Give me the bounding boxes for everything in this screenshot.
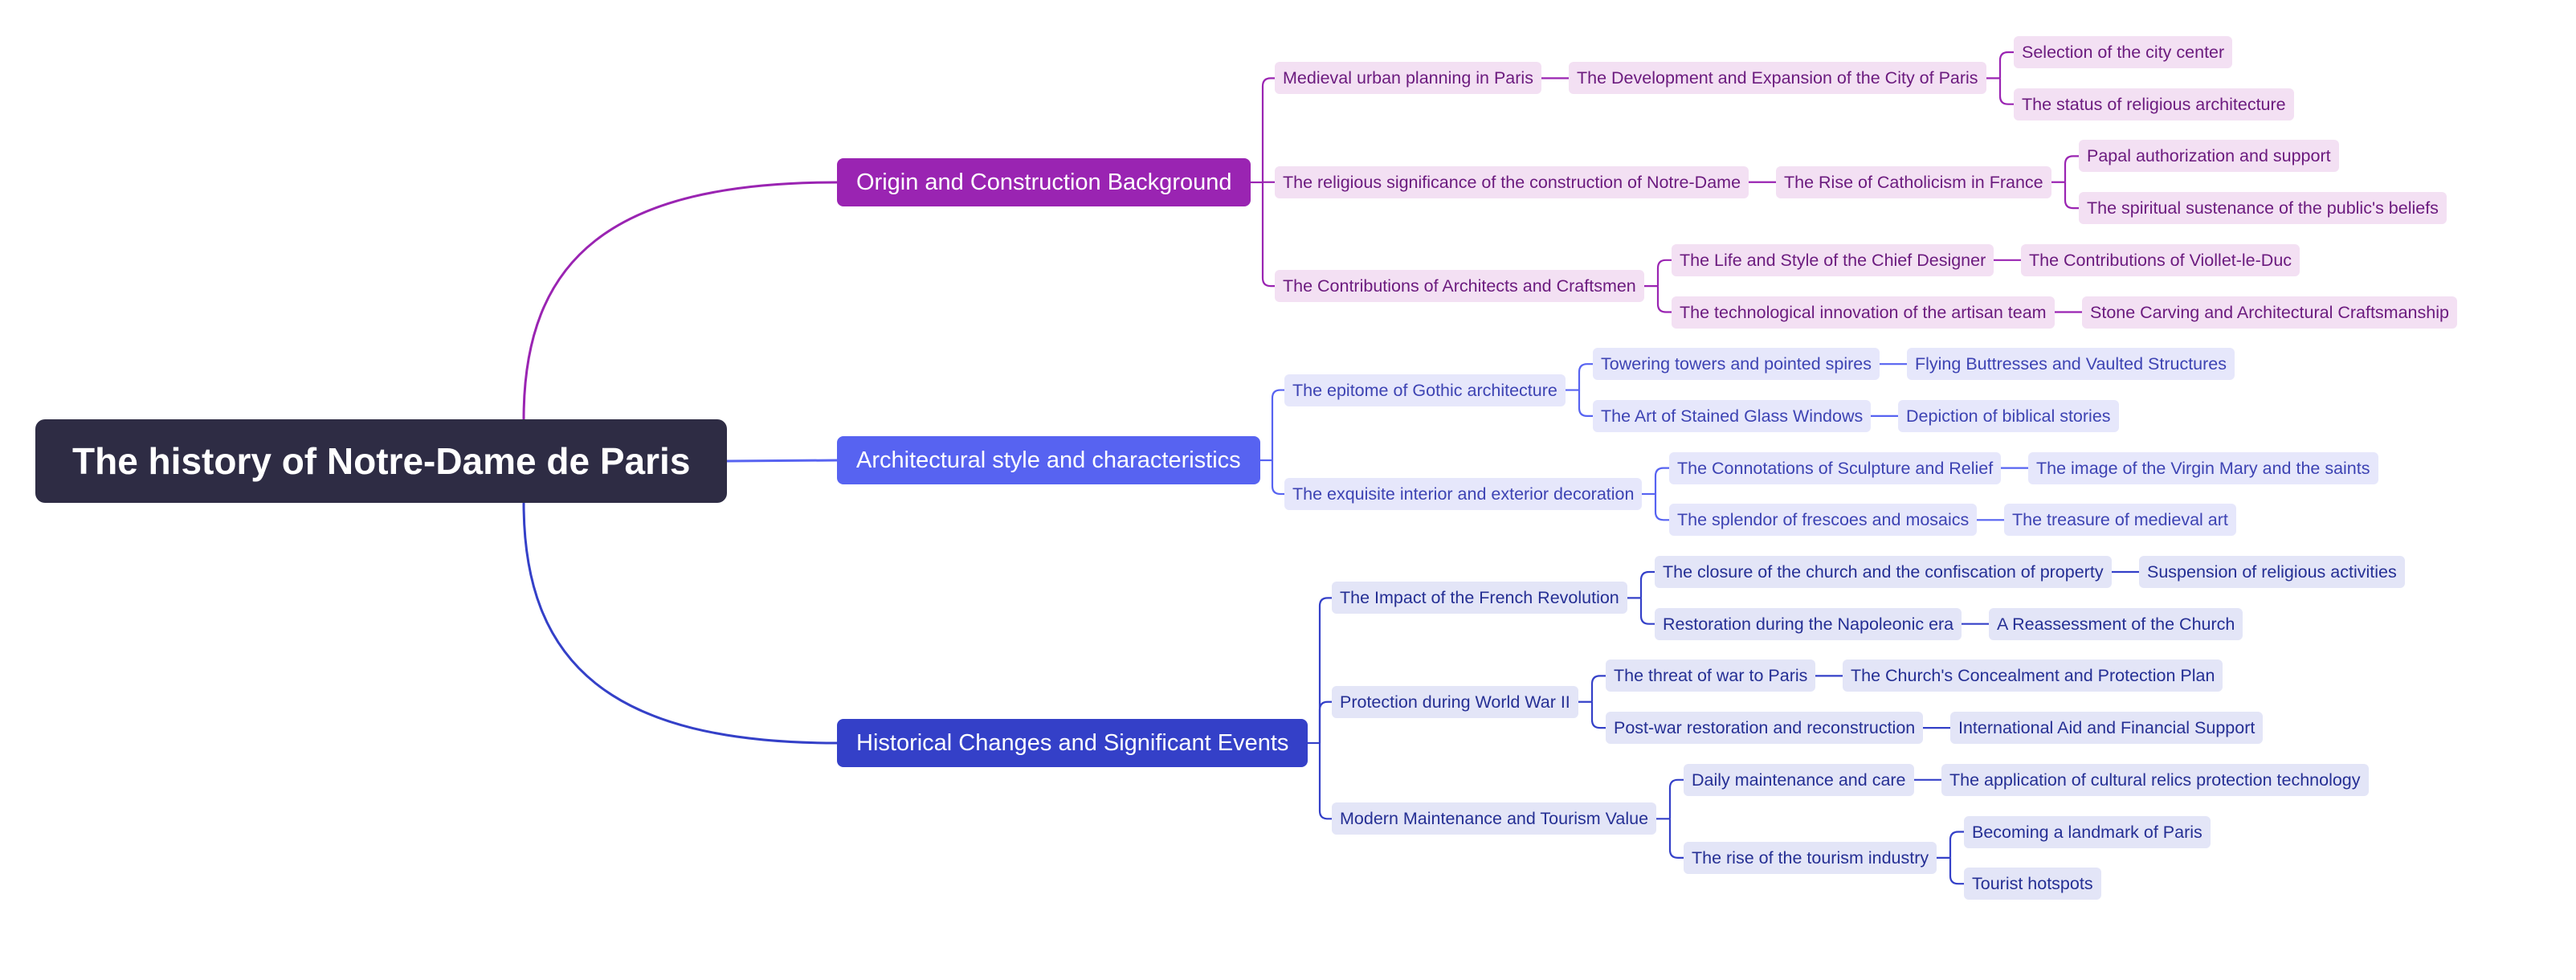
- topic-node-level3-the-threat-of-war-to-paris[interactable]: The threat of war to Paris: [1606, 659, 1816, 692]
- topic-node-level4-the-treasure-of-medieval-art[interactable]: The treasure of medieval art: [2004, 504, 2236, 537]
- topic-node-level4-becoming-a-landmark-of-paris[interactable]: Becoming a landmark of Paris: [1964, 815, 2211, 848]
- topic-node-level4-flying-buttresses-and-vaulted-structures[interactable]: Flying Buttresses and Vaulted Structures: [1907, 348, 2235, 381]
- topic-node-level3-the-rise-of-the-tourism-industry[interactable]: The rise of the tourism industry: [1684, 841, 1937, 874]
- topic-node-level3-the-closure-of-the-church-and-the-confis[interactable]: The closure of the church and the confis…: [1655, 556, 2112, 588]
- topic-node-level4-international-aid-and-financial-support[interactable]: International Aid and Financial Support: [1950, 712, 2264, 745]
- topic-node-level4-depiction-of-biblical-stories[interactable]: Depiction of biblical stories: [1898, 399, 2119, 432]
- topic-node-level4-selection-of-the-city-center[interactable]: Selection of the city center: [2014, 36, 2233, 68]
- topic-node-level4-stone-carving-and-architectural-craftsma[interactable]: Stone Carving and Architectural Craftsma…: [2082, 296, 2457, 329]
- topic-node-level3-the-rise-of-catholicism-in-france[interactable]: The Rise of Catholicism in France: [1776, 165, 2051, 198]
- topic-node-level2-modern-maintenance-and-tourism-value[interactable]: Modern Maintenance and Tourism Value: [1332, 802, 1657, 835]
- main-topic-origin-and-construction-background[interactable]: Origin and Construction Background: [837, 158, 1251, 206]
- topic-node-level4-the-contributions-of-viollet-le-duc[interactable]: The Contributions of Viollet-le-Duc: [2021, 243, 2300, 276]
- topic-node-level4-tourist-hotspots[interactable]: Tourist hotspots: [1964, 868, 2101, 900]
- topic-node-level3-the-development-and-expansion-of-the-cit[interactable]: The Development and Expansion of the Cit…: [1569, 62, 1986, 95]
- topic-node-level4-the-application-of-cultural-relics-prote[interactable]: The application of cultural relics prote…: [1941, 763, 2369, 796]
- topic-node-level3-the-connotations-of-sculpture-and-relief[interactable]: The Connotations of Sculpture and Relief: [1669, 451, 2002, 484]
- topic-node-level3-the-art-of-stained-glass-windows[interactable]: The Art of Stained Glass Windows: [1593, 399, 1872, 432]
- root-topic[interactable]: The history of Notre-Dame de Paris: [35, 419, 728, 503]
- topic-node-level4-a-reassessment-of-the-church[interactable]: A Reassessment of the Church: [1989, 607, 2243, 640]
- topic-node-level3-towering-towers-and-pointed-spires[interactable]: Towering towers and pointed spires: [1593, 348, 1880, 381]
- topic-node-level2-protection-during-world-war-ii[interactable]: Protection during World War II: [1332, 685, 1578, 718]
- topic-node-level2-the-epitome-of-gothic-architecture[interactable]: The epitome of Gothic architecture: [1284, 374, 1566, 406]
- topic-node-level3-post-war-restoration-and-reconstruction[interactable]: Post-war restoration and reconstruction: [1606, 712, 1924, 745]
- topic-node-level3-the-splendor-of-frescoes-and-mosaics[interactable]: The splendor of frescoes and mosaics: [1669, 504, 1978, 537]
- topic-node-level2-medieval-urban-planning-in-paris[interactable]: Medieval urban planning in Paris: [1275, 62, 1541, 95]
- topic-node-level3-the-life-and-style-of-the-chief-designer[interactable]: The Life and Style of the Chief Designer: [1672, 243, 1994, 276]
- topic-node-level3-daily-maintenance-and-care[interactable]: Daily maintenance and care: [1684, 763, 1914, 796]
- topic-node-level4-the-image-of-the-virgin-mary-and-the-sai[interactable]: The image of the Virgin Mary and the sai…: [2028, 451, 2378, 484]
- topic-node-level4-papal-authorization-and-support[interactable]: Papal authorization and support: [2079, 140, 2339, 173]
- topic-node-level4-the-church-s-concealment-and-protection-[interactable]: The Church's Concealment and Protection …: [1843, 659, 2223, 692]
- main-topic-historical-changes-and-significant-event[interactable]: Historical Changes and Significant Event…: [837, 719, 1308, 767]
- topic-node-level2-the-religious-significance-of-the-constr[interactable]: The religious significance of the constr…: [1275, 165, 1749, 198]
- topic-node-level2-the-exquisite-interior-and-exterior-deco[interactable]: The exquisite interior and exterior deco…: [1284, 477, 1643, 510]
- topic-node-level4-the-spiritual-sustenance-of-the-public-s[interactable]: The spiritual sustenance of the public's…: [2079, 192, 2447, 225]
- main-topic-architectural-style-and-characteristics[interactable]: Architectural style and characteristics: [837, 436, 1260, 484]
- topic-node-level4-the-status-of-religious-architecture[interactable]: The status of religious architecture: [2014, 88, 2294, 120]
- topic-node-level3-the-technological-innovation-of-the-arti[interactable]: The technological innovation of the arti…: [1672, 296, 2055, 329]
- topic-node-level3-restoration-during-the-napoleonic-era[interactable]: Restoration during the Napoleonic era: [1655, 607, 1962, 640]
- topic-node-level4-suspension-of-religious-activities[interactable]: Suspension of religious activities: [2139, 556, 2405, 588]
- topic-node-level2-the-impact-of-the-french-revolution[interactable]: The Impact of the French Revolution: [1332, 582, 1627, 615]
- topic-node-level2-the-contributions-of-architects-and-craf[interactable]: The Contributions of Architects and Craf…: [1275, 270, 1644, 303]
